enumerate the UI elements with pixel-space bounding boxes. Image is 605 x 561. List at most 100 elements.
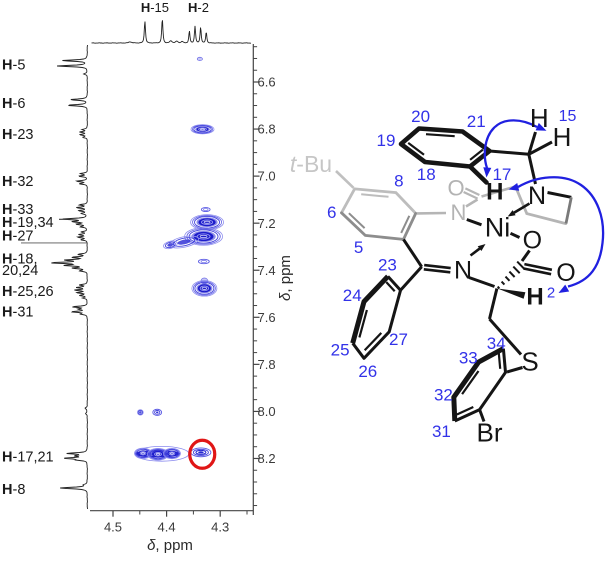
row-assignment-labels: H-5H-6H-23H-32H-33H-19,34H-27H-18,20,24H… [2, 57, 87, 498]
f1-projection-trace [51, 45, 87, 509]
contour-ring [139, 411, 142, 413]
atom-label-ni: Ni [485, 213, 511, 243]
bond-nimine-c2 [469, 278, 495, 287]
x-tick-label: 4.3 [211, 520, 229, 535]
atom-label-num-8: 8 [394, 172, 403, 191]
y-tick-label: 8.2 [258, 451, 276, 466]
aryl-ring-left-edge [342, 189, 355, 213]
y-tick-label: 7.6 [258, 310, 276, 325]
row-label-2024: 20,24 [2, 263, 38, 279]
atom-label-num-31: 31 [432, 422, 451, 441]
x-axis-tick-labels: 4.5 4.4 4.3 [104, 520, 229, 535]
imine-cn-double [424, 265, 451, 272]
atom-label-num-18: 18 [417, 165, 436, 184]
atom-label-num-25: 25 [331, 341, 350, 360]
atom-label-h17: H [486, 179, 503, 206]
row-label-H6: H-6 [2, 96, 25, 112]
atom-label-o-carboxyl: O [556, 259, 575, 287]
atom-label-n-amide: N [451, 200, 467, 225]
bond-ring-mid [566, 197, 571, 223]
cross-peak-H2H182024 [198, 259, 209, 263]
contour-ring [201, 260, 206, 262]
atom-label-s: S [521, 347, 538, 377]
atom-label-num-33: 33 [459, 348, 478, 367]
carboxylate-group [498, 251, 552, 289]
cross-peak-contours [134, 57, 223, 461]
cross-peak-H2H5 [197, 57, 202, 60]
x-axis-ticks [113, 511, 247, 517]
x-axis-title: δ, ppm [147, 537, 193, 554]
cross-peak-H15H27 [163, 240, 178, 250]
atom-label-tbu: t-Bu [290, 151, 332, 177]
x-tick-label: 4.5 [104, 520, 122, 535]
row-label-H27: H-27 [2, 229, 33, 245]
atom-label-num-32: 32 [434, 386, 453, 405]
atom-label-num-2: 2 [547, 285, 555, 302]
y-tick-label: 7.8 [258, 357, 276, 372]
contour-ring [197, 57, 202, 60]
atom-label-h15a: H [530, 103, 549, 133]
atom-label-num-19: 19 [377, 131, 396, 150]
contour-ring [204, 209, 208, 211]
atom-label-num-24: 24 [343, 286, 362, 305]
cross-peak-H2H33 [201, 208, 210, 212]
row-label-H5: H-5 [2, 57, 25, 73]
bond-namide-ni [467, 220, 482, 225]
row-label-H2526: H-25,26 [2, 284, 54, 300]
y-tick-label: 8.0 [258, 404, 276, 419]
atom-label-num-15: 15 [559, 108, 577, 125]
atom-label-num-21: 21 [467, 112, 486, 131]
bond-ring-ch2 [490, 151, 529, 154]
atom-label-num-34: 34 [487, 334, 506, 353]
ni-complex-structure: HH1520211918817HNONt-BuNiOONH26523242526… [290, 103, 603, 448]
bond-s-aryl [507, 368, 523, 373]
noe-arc1-head-h17 [483, 167, 491, 177]
bond-ni-o [511, 233, 520, 237]
amide-co-double-bond [464, 188, 480, 198]
carboxyl-co-double [524, 264, 552, 274]
row-label-H8: H-8 [2, 482, 25, 498]
bond-n-ch2ring [548, 193, 572, 198]
atom-label-num-23: 23 [378, 256, 397, 275]
y-tick-label: 7.2 [258, 216, 276, 231]
aryl-ring-top-edges [355, 189, 416, 214]
benzyl-phenyl-ring [401, 129, 490, 183]
hashed-wedge-c2-ccarb [498, 262, 525, 289]
contour-ring [198, 451, 204, 453]
atom-label-h15b: H [553, 122, 572, 152]
y-tick-label: 6.6 [258, 75, 276, 90]
contour-ring [198, 259, 209, 263]
atom-label-n-pyrrolidine: N [528, 182, 546, 210]
top-trace-line [92, 20, 252, 43]
cross-peak-H2H23 [191, 125, 214, 134]
atom-label-num-26: 26 [358, 362, 377, 381]
row-label-H32: H-32 [2, 174, 33, 190]
y-tick-label: 6.8 [258, 122, 276, 137]
cross-peak [153, 409, 162, 415]
y-tick-label: 7.0 [258, 169, 276, 184]
aryl-inner-double-1 [361, 194, 388, 197]
x-tick-label: 4.4 [158, 520, 176, 535]
bond-aryl-iminec [404, 239, 422, 266]
cross-peak-H2H1721 [191, 448, 211, 457]
bond-tbu-aryl [336, 171, 354, 188]
atom-label-num-6: 6 [327, 203, 336, 222]
contour-ring [156, 411, 158, 413]
col-label-H2: H-2 [188, 0, 209, 15]
atom-label-h2: H [526, 284, 543, 311]
y-tick-label: 7.4 [258, 263, 276, 278]
cross-peak [137, 410, 143, 415]
row-label-H31: H-31 [2, 304, 33, 320]
y-axis-title: δ, ppm [277, 255, 294, 301]
ph23-edge-1 [388, 276, 401, 290]
bond-namide-camide [466, 200, 478, 207]
atom-label-br: Br [477, 418, 503, 448]
f2-projection-trace [92, 20, 252, 43]
atom-label-o-coord: O [523, 227, 542, 255]
atom-label-num-5: 5 [354, 238, 363, 257]
atom-label-n-imine: N [454, 257, 472, 285]
